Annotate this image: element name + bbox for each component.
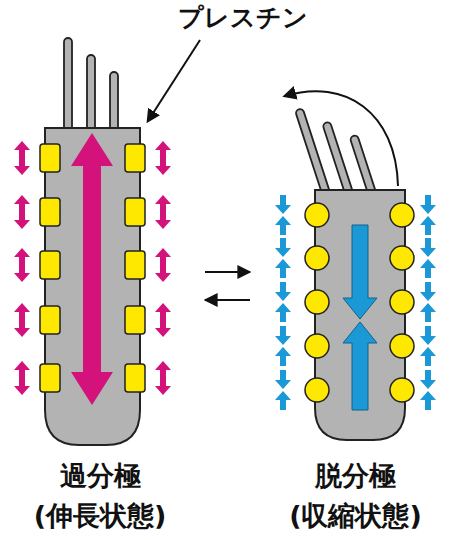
compress-arrows [275,195,436,410]
elongation-arrow [71,133,113,405]
state-label: 過分極 [60,456,141,496]
stereocilium [110,72,118,133]
transition-arrow [205,271,250,273]
leader-line [148,40,200,121]
stretch-arrows [14,141,171,395]
contraction-arrow [343,322,377,410]
prestin-circles [305,203,414,402]
prestin-rects [40,144,145,392]
state-note: (収縮状態) [289,496,422,536]
stereocilium [295,108,330,196]
state-note: (伸長状態) [34,496,167,536]
hair-cell: 過分極(伸長状態) [0,30,200,540]
stereocilium [322,121,353,196]
deflection-arrow [285,91,398,186]
hair-cell-body [315,190,405,440]
state-label: 脱分極 [315,456,396,496]
hair-cell: 脱分極(収縮状態) [255,30,456,540]
contraction-arrow [343,225,377,319]
hair-cell-body [45,128,140,445]
transition-arrow [205,299,250,301]
stereocilium [350,135,377,196]
part-label: プレスチン [140,3,346,33]
stereocilium [87,55,95,133]
stereocilium [64,38,72,133]
